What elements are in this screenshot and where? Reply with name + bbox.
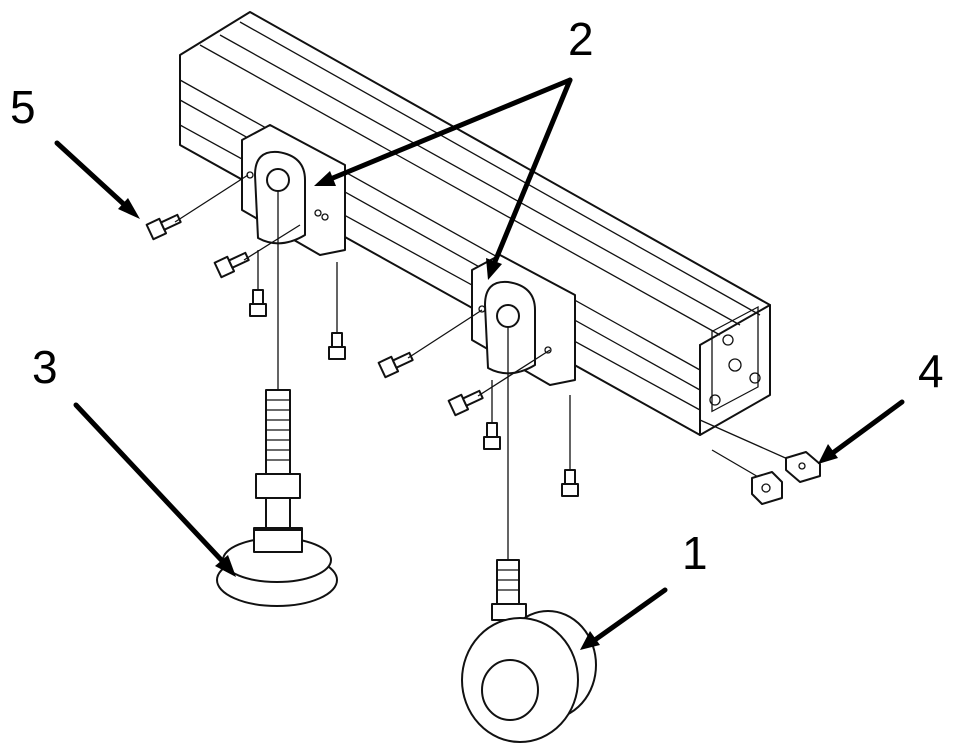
callout-3: 3	[32, 341, 58, 393]
mounting-bracket-right	[471, 254, 576, 386]
screw	[561, 469, 579, 497]
callout-5: 5	[10, 81, 36, 133]
screw	[377, 351, 414, 379]
screw	[483, 422, 501, 450]
screw	[213, 251, 250, 279]
mounting-bracket-left	[241, 124, 346, 256]
screw	[145, 213, 182, 241]
leveling-foot	[216, 190, 338, 607]
extrusion-profile	[179, 11, 771, 436]
callout-2: 2	[568, 13, 594, 65]
arrow-2b	[491, 77, 573, 267]
t-slot-nuts	[699, 419, 821, 505]
caster-wheel	[461, 326, 597, 743]
callout-1: 1	[682, 527, 708, 579]
screw	[328, 332, 346, 360]
arrow-2a	[325, 77, 573, 183]
screw-set	[145, 174, 579, 497]
thread-lines	[266, 399, 290, 461]
callout-4: 4	[918, 345, 944, 397]
arrow-5	[54, 140, 131, 211]
arrow-3	[73, 402, 229, 568]
profile-end-face	[709, 305, 761, 413]
arrow-1	[589, 587, 668, 645]
screw	[249, 289, 267, 317]
arrow-4	[827, 399, 905, 458]
callout-arrows	[54, 77, 905, 650]
screw	[447, 389, 484, 417]
